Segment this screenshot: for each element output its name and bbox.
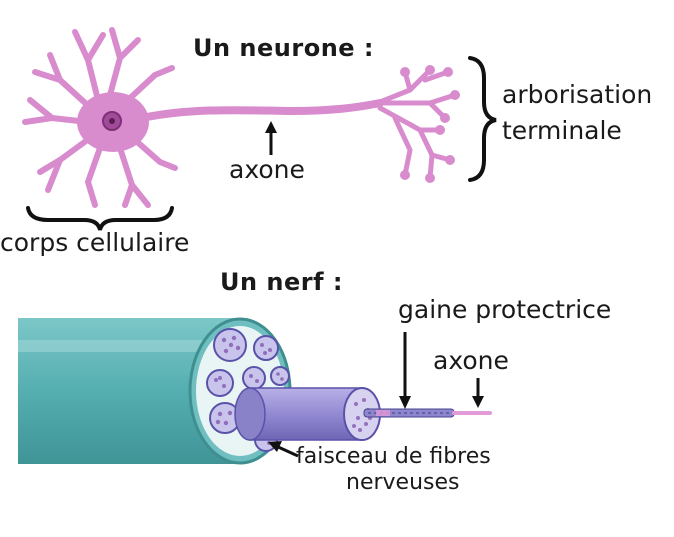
neuron-terminal-knobs: [400, 65, 460, 183]
nerve-axon-label: axone: [433, 346, 509, 375]
nerve-axon-arrow: [472, 378, 484, 408]
terminal-arborization-label-1: arborisation: [502, 80, 653, 109]
axon-arrow: [265, 121, 277, 155]
terminal-arborization-label-2: terminale: [502, 116, 622, 145]
neuron-dendrites: [22, 27, 178, 208]
nerve-title: Un nerf :: [220, 268, 344, 296]
terminal-brace: [468, 56, 497, 182]
neuron-terminals: [372, 67, 458, 181]
neuron-axon-label: axone: [229, 155, 305, 184]
cell-body-label: corps cellulaire: [0, 228, 190, 257]
bundle-arrow: [268, 441, 299, 458]
neuron-axon: [138, 99, 384, 122]
fiber-dots: [214, 335, 284, 445]
sheath-arrow: [399, 332, 411, 409]
nerve-drawing: [18, 317, 492, 465]
fiber-bundle-label-1: faisceau de fibres: [296, 444, 491, 469]
fiber-axon: [452, 411, 492, 415]
fiber-bundle-label-2: nerveuses: [346, 470, 460, 495]
cell-body-brace: [26, 206, 174, 231]
neuron-title: Un neurone :: [193, 34, 375, 62]
neuron-drawing: [22, 27, 460, 208]
protective-sheath-label: gaine protectrice: [398, 295, 612, 324]
